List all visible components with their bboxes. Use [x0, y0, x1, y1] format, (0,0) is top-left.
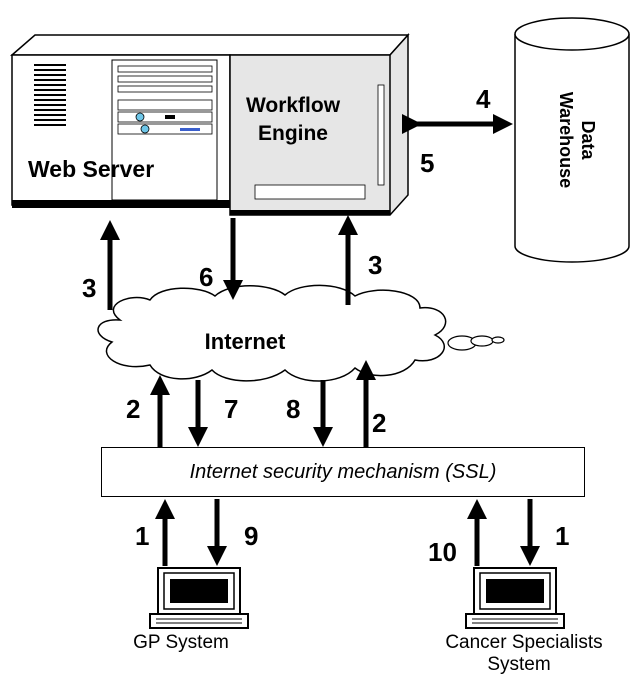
- step-2-left-label: 2: [126, 394, 140, 424]
- gp-computer-icon: [149, 567, 249, 629]
- data-warehouse-cylinder: [514, 17, 630, 263]
- step-3-right-label: 3: [368, 250, 382, 280]
- step-9-label: 9: [244, 521, 258, 551]
- flow-arrows: [100, 114, 540, 566]
- data-warehouse-label-line2: Warehouse: [556, 92, 576, 188]
- data-warehouse-label-line1: Data: [578, 120, 598, 160]
- step-2-right-label: 2: [372, 408, 386, 438]
- step-5-label: 5: [420, 148, 434, 178]
- workflow-engine-label-line1: Workflow: [246, 94, 341, 117]
- step-8-label: 8: [286, 394, 300, 424]
- cancer-specialists-label-line2: System: [487, 654, 550, 675]
- cancer-specialists-label-line1: Cancer Specialists: [445, 632, 602, 653]
- gp-system-label: GP System: [133, 632, 229, 653]
- step-6-label: 6: [199, 262, 213, 292]
- internet-cloud: [97, 284, 505, 382]
- ssl-security-box: Internet security mechanism (SSL): [101, 447, 585, 497]
- drive-bays-icon: [111, 59, 218, 201]
- workflow-engine: [229, 33, 409, 216]
- step-1-right-label: 1: [555, 521, 569, 551]
- workflow-engine-label-line2: Engine: [258, 122, 328, 145]
- step-4-label: 4: [476, 84, 491, 114]
- web-server-label: Web Server: [28, 156, 154, 182]
- step-1-left-label: 1: [135, 521, 149, 551]
- cancer-specialist-computer-icon: [465, 567, 565, 629]
- ssl-label: Internet security mechanism (SSL): [189, 460, 497, 483]
- step-7-label: 7: [224, 394, 238, 424]
- step-3-left-label: 3: [82, 273, 96, 303]
- web-server: [9, 34, 410, 208]
- vent-grille-icon: [34, 64, 66, 126]
- step-10-label: 10: [428, 537, 457, 567]
- internet-label: Internet: [205, 329, 286, 354]
